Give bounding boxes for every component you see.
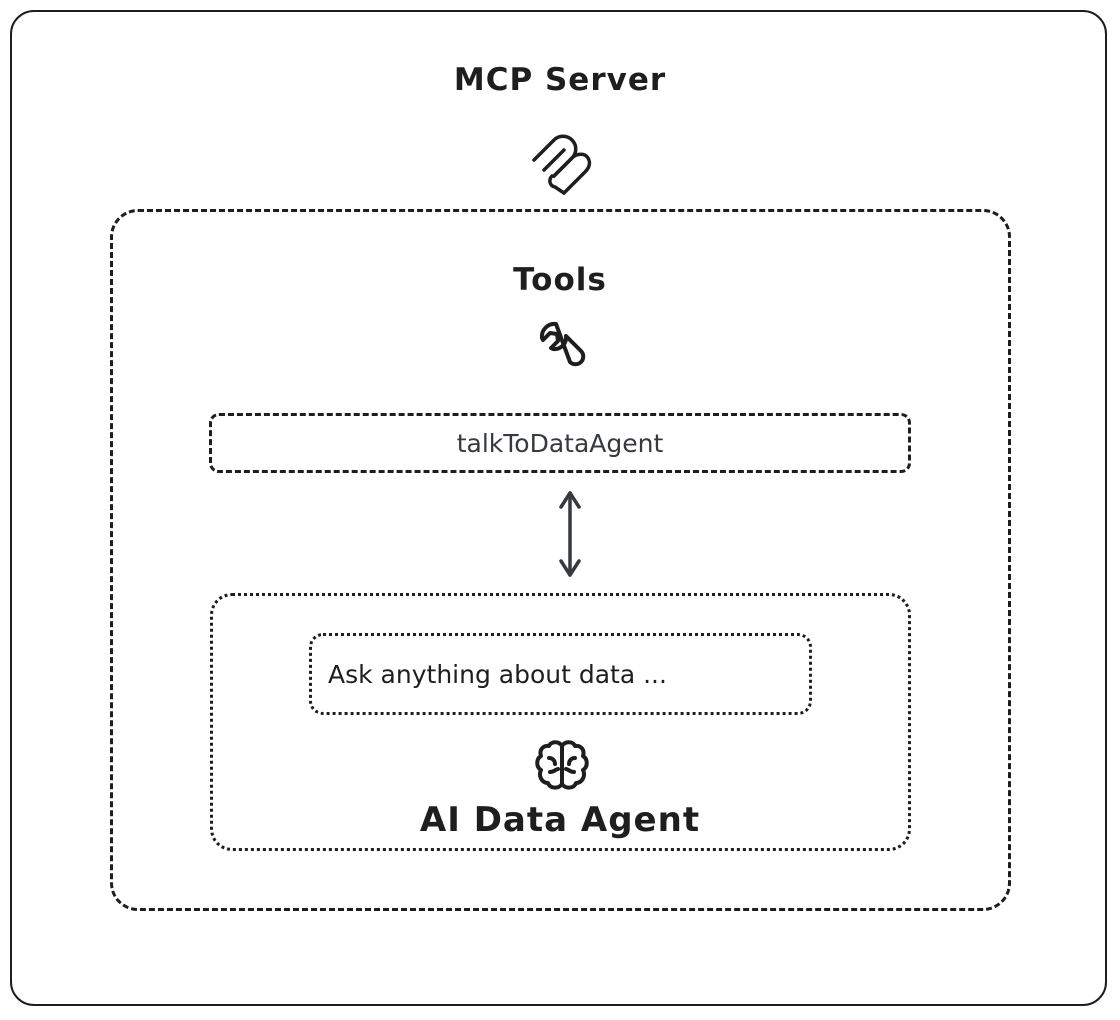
mcp-server-frame: [10, 10, 1107, 1006]
prompt-text: Ask anything about data ...: [328, 659, 667, 689]
mcp-server-title: MCP Server: [453, 62, 667, 98]
ai-data-agent-title: AI Data Agent: [419, 800, 701, 840]
mcp-logo-icon: [532, 134, 592, 195]
double-arrow-icon: [559, 491, 581, 577]
wrench-icon: [539, 321, 586, 367]
ai-data-agent-frame: [210, 593, 911, 851]
tools-frame: [110, 209, 1011, 911]
brain-icon: [535, 740, 589, 790]
prompt-input-box: Ask anything about data ...: [309, 633, 812, 715]
tool-name-label: talkToDataAgent: [456, 428, 664, 458]
tool-talk-to-data-agent: talkToDataAgent: [209, 413, 911, 473]
tools-title: Tools: [513, 262, 607, 298]
